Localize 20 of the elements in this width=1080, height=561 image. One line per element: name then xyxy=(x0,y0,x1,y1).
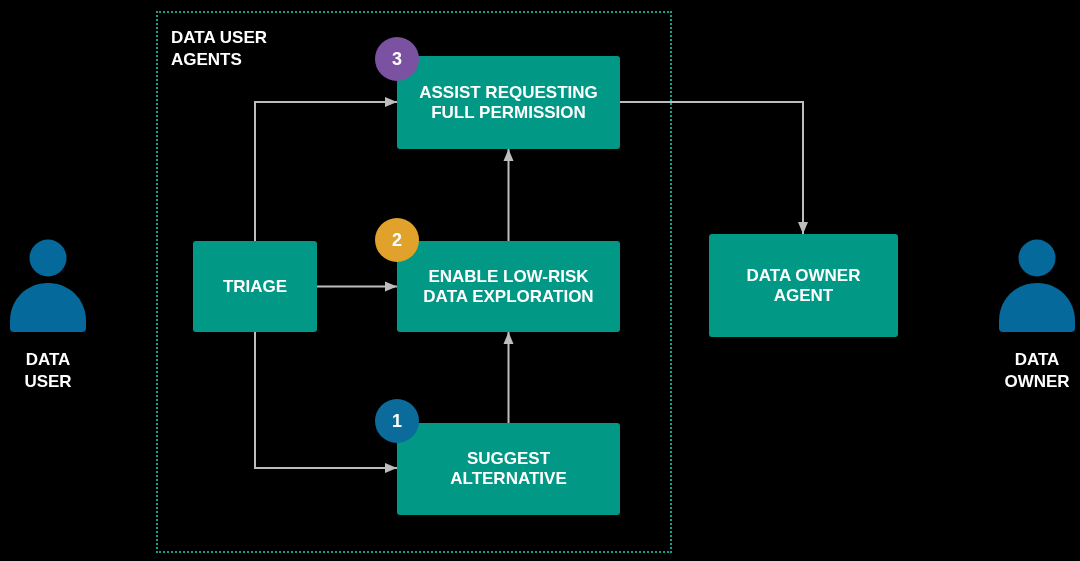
arrow xyxy=(254,97,398,242)
person-label: DATA USER xyxy=(23,349,73,393)
arrow xyxy=(619,101,808,235)
person-label: DATA OWNER xyxy=(1003,349,1071,393)
box-label: SUGGEST ALTERNATIVE xyxy=(449,449,568,489)
agent-group-frame xyxy=(156,11,672,553)
arrow xyxy=(503,331,514,424)
step-number: 1 xyxy=(375,399,419,443)
box-label: TRIAGE xyxy=(222,276,288,297)
process-box xyxy=(709,234,898,337)
arrow xyxy=(254,331,398,473)
group-title: DATA USER AGENTS xyxy=(171,27,268,71)
box-label: ENABLE LOW-RISK DATA EXPLORATION xyxy=(422,266,595,307)
step-number: 2 xyxy=(375,218,419,262)
box-label: DATA OWNER AGENT xyxy=(745,265,862,306)
box-label: ASSIST REQUESTING FULL PERMISSION xyxy=(418,82,599,123)
arrow xyxy=(316,281,398,292)
arrow xyxy=(503,148,514,242)
process-box xyxy=(193,241,317,332)
step-number: 3 xyxy=(375,37,419,81)
